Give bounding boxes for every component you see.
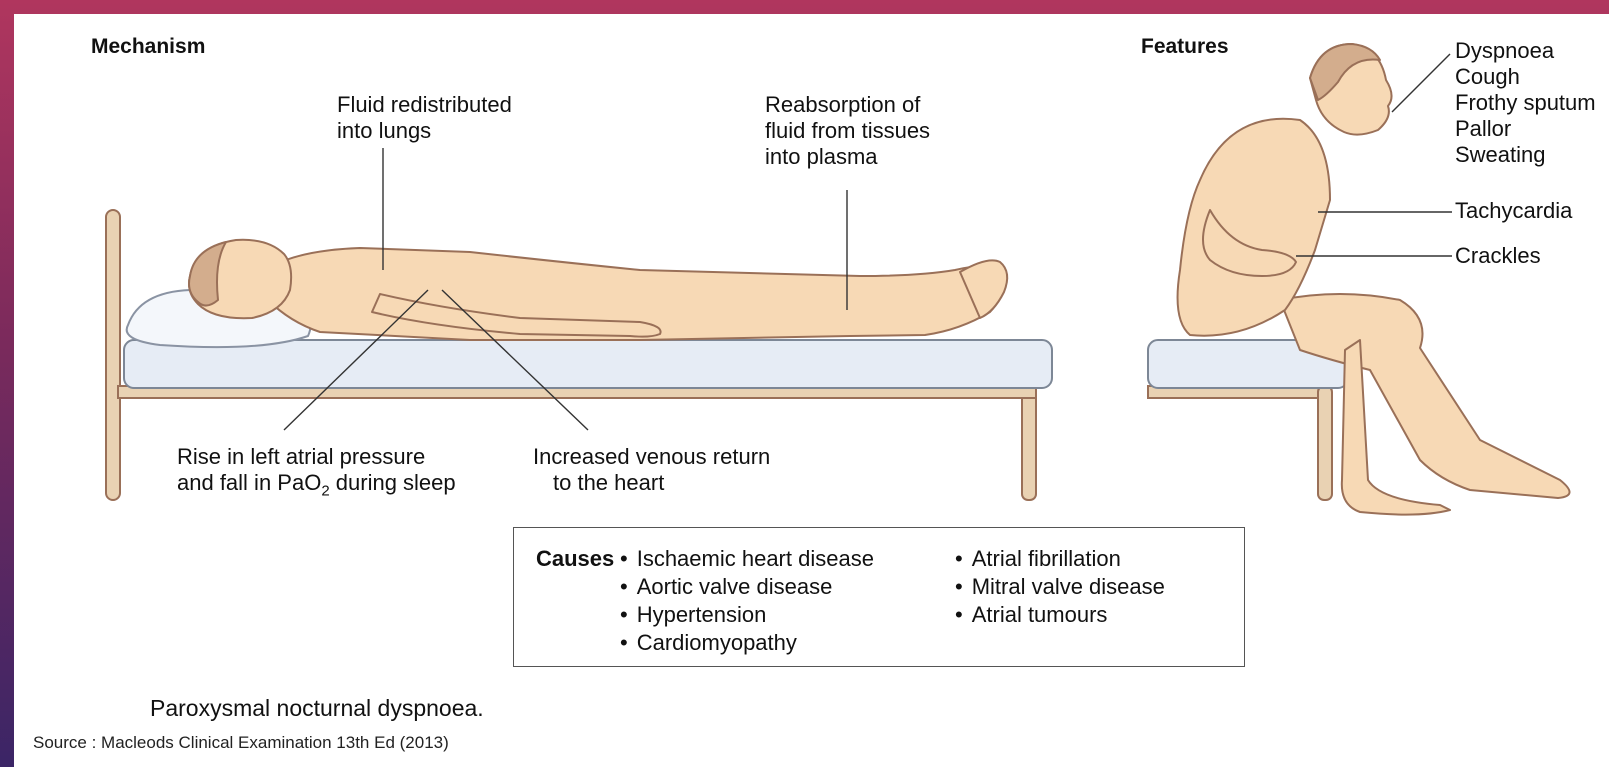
causes-left-list: Ischaemic heart disease Aortic valve dis…: [620, 545, 874, 657]
pao2-subscript: 2: [321, 482, 329, 499]
label-atrial-pressure: Rise in left atrial pressure and fall in…: [177, 444, 456, 504]
label-reabsorption: Reabsorption of fluid from tissues into …: [765, 92, 930, 170]
leader-line-dyspnoea: [1392, 54, 1450, 112]
label-reabsorption-line-3: into plasma: [765, 144, 930, 170]
label-fluid-lungs-line-2: into lungs: [337, 118, 512, 144]
feature-sweating: Sweating: [1455, 142, 1596, 168]
causes-right-list: Atrial fibrillation Mitral valve disease…: [955, 545, 1165, 629]
bed-foot-post: [1022, 385, 1036, 500]
feature-dyspnoea: Dyspnoea: [1455, 38, 1596, 64]
feature-frothy-sputum: Frothy sputum: [1455, 90, 1596, 116]
feature-tachycardia: Tachycardia: [1455, 198, 1572, 224]
feature-cough: Cough: [1455, 64, 1596, 90]
cause-atrial-fibrillation: Atrial fibrillation: [955, 545, 1165, 573]
bed-mattress: [124, 340, 1052, 388]
cause-aortic-valve-disease: Aortic valve disease: [620, 573, 874, 601]
during-sleep-text: during sleep: [330, 470, 456, 495]
figure-caption: Paroxysmal nocturnal dyspnoea.: [150, 695, 484, 721]
label-atrial-pressure-line-1: Rise in left atrial pressure: [177, 444, 456, 470]
cause-cardiomyopathy: Cardiomyopathy: [620, 629, 874, 657]
cause-mitral-valve-disease: Mitral valve disease: [955, 573, 1165, 601]
label-venous-return: Increased venous return to the heart: [533, 444, 770, 496]
label-venous-return-line-2: to the heart: [533, 470, 770, 496]
source-citation: Source : Macleods Clinical Examination 1…: [33, 733, 449, 753]
lying-patient: [189, 240, 1007, 340]
pao2-text: and fall in PaO: [177, 470, 321, 495]
label-reabsorption-line-2: fluid from tissues: [765, 118, 930, 144]
mechanism-heading: Mechanism: [91, 34, 205, 60]
cause-atrial-tumours: Atrial tumours: [955, 601, 1165, 629]
bed-right-post: [1318, 386, 1332, 500]
cause-ischaemic-heart-disease: Ischaemic heart disease: [620, 545, 874, 573]
causes-box: Causes Ischaemic heart disease Aortic va…: [513, 527, 1245, 667]
feature-pallor: Pallor: [1455, 116, 1596, 142]
label-atrial-pressure-line-2: and fall in PaO2 during sleep: [177, 470, 456, 504]
cause-hypertension: Hypertension: [620, 601, 874, 629]
features-heading: Features: [1141, 34, 1229, 60]
feature-crackles: Crackles: [1455, 243, 1541, 269]
bed-headboard-post: [106, 210, 120, 500]
features-list: Dyspnoea Cough Frothy sputum Pallor Swea…: [1455, 38, 1596, 168]
label-reabsorption-line-1: Reabsorption of: [765, 92, 930, 118]
label-fluid-lungs-line-1: Fluid redistributed: [337, 92, 512, 118]
label-venous-return-line-1: Increased venous return: [533, 444, 770, 470]
bed-right: [1148, 340, 1348, 500]
causes-title: Causes: [536, 546, 614, 572]
label-fluid-lungs: Fluid redistributed into lungs: [337, 92, 512, 144]
